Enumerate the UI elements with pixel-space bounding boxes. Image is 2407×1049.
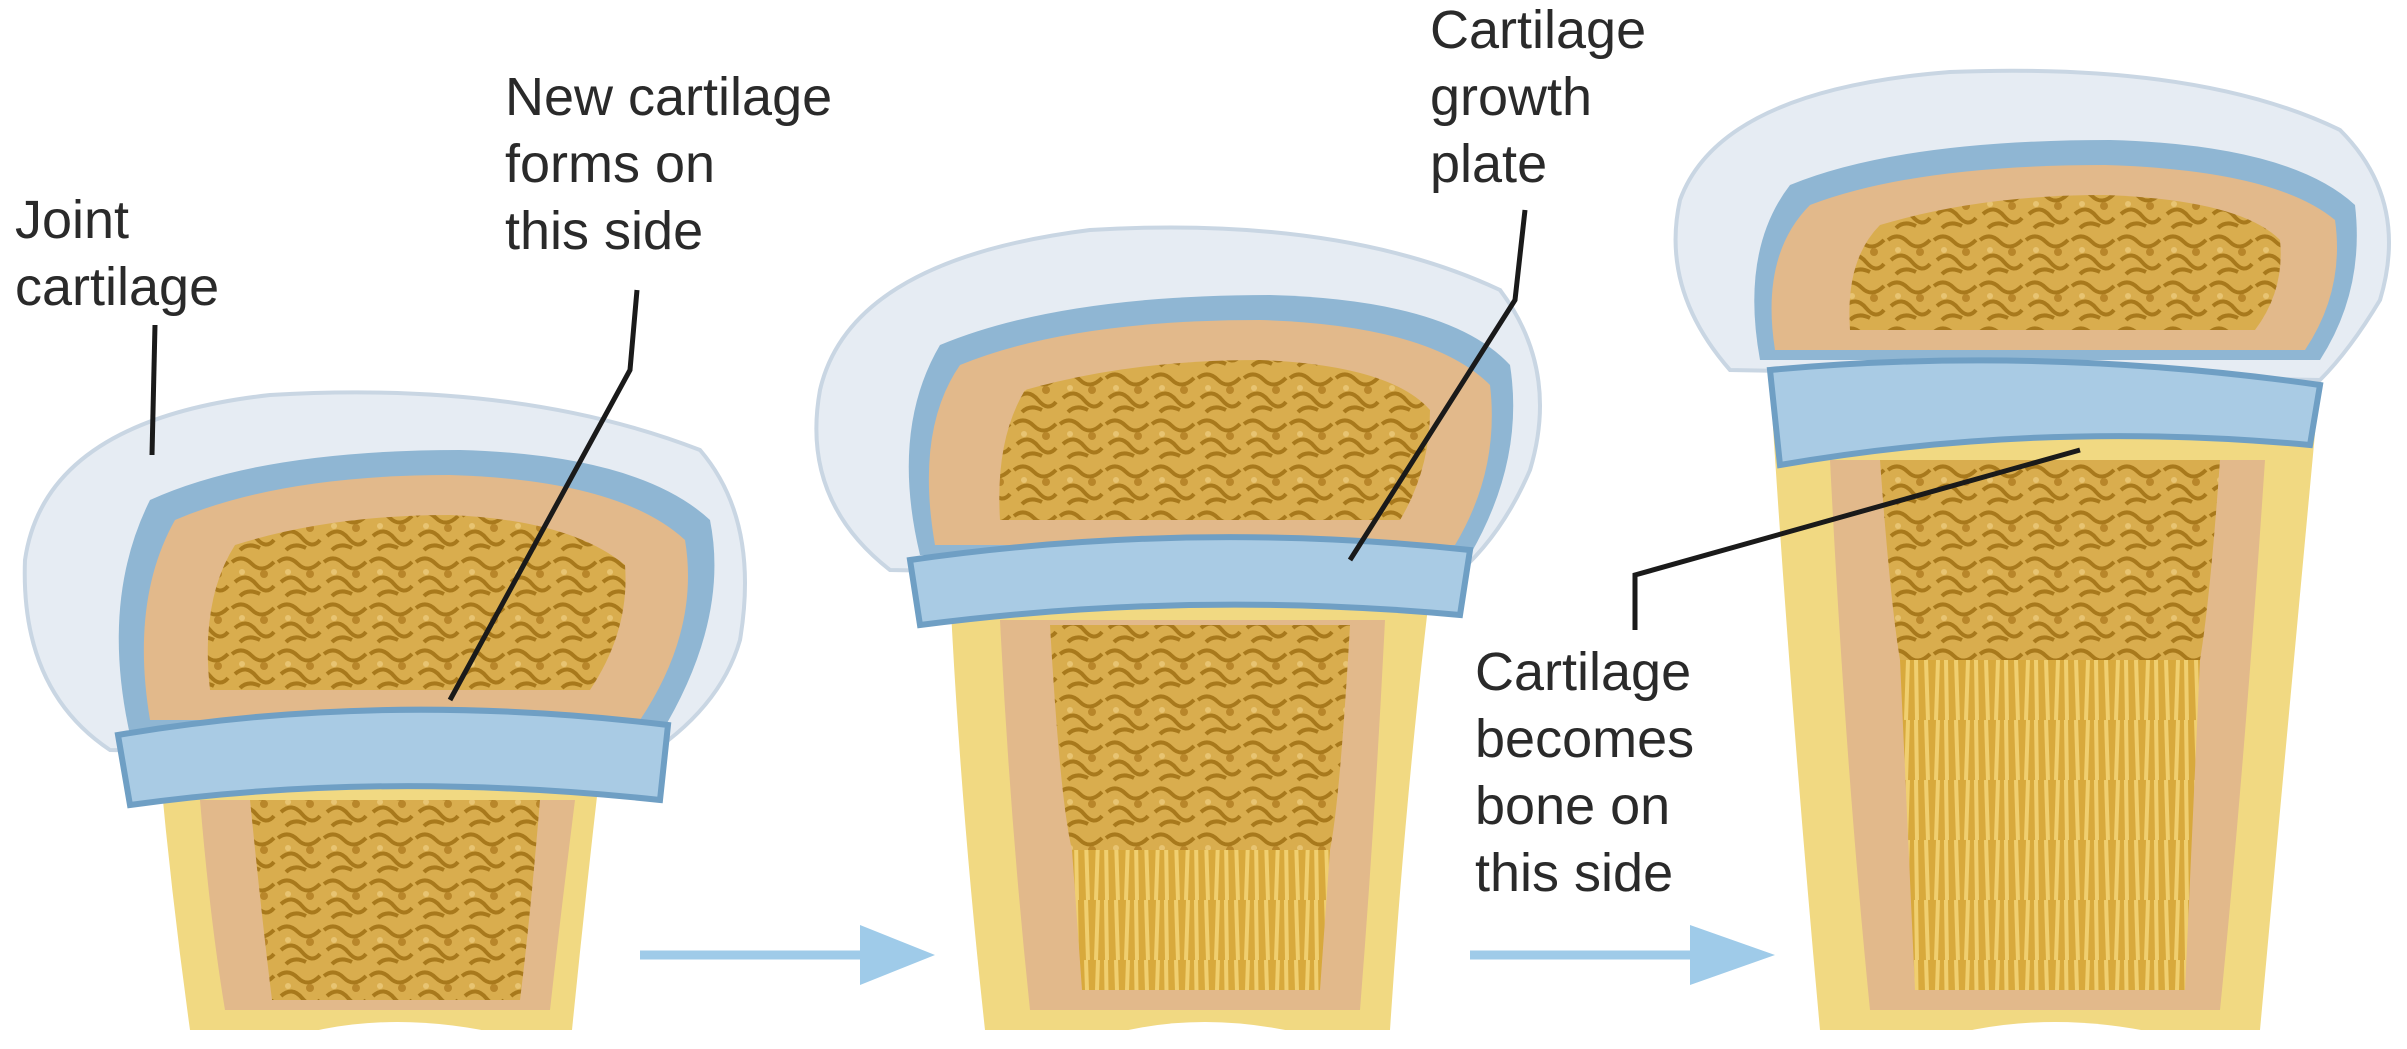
bone-stage-2	[816, 228, 1540, 1045]
leader-line-joint-cartilage	[152, 325, 155, 455]
spongy-bone-shaft	[1050, 625, 1350, 850]
label-new-cartilage: New cartilage forms on this side	[505, 67, 847, 261]
arrow-right-icon	[1470, 925, 1775, 985]
bone-stage-3	[1676, 71, 2389, 1044]
label-joint-cartilage: Joint cartilage	[15, 190, 219, 317]
spongy-bone-epiphysis	[999, 360, 1430, 520]
spongy-bone-shaft	[250, 800, 540, 1000]
label-growth-plate: Cartilage growth plate	[1430, 0, 1661, 194]
bone-streaks	[1072, 850, 1330, 990]
bone-streaks	[1900, 660, 2200, 990]
arrow-right-icon	[640, 925, 935, 985]
spongy-bone-epiphysis	[208, 515, 626, 690]
label-becomes-bone: Cartilage becomes bone on this side	[1475, 642, 1709, 903]
bone-stage-1	[25, 392, 745, 1044]
